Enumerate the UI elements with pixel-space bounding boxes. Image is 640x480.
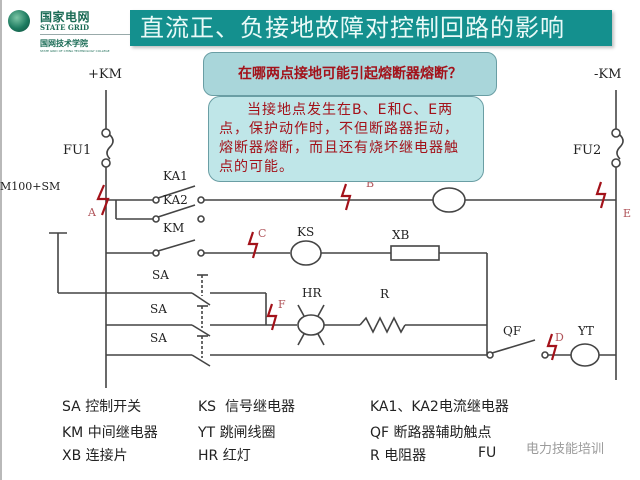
- fault-bolt-e: [595, 181, 607, 209]
- svg-text:FU2: FU2: [573, 143, 601, 158]
- legend-item: KM 中间继电器: [62, 425, 158, 441]
- legend-item: XB 连接片: [62, 448, 128, 464]
- question-callout: 在哪两点接地可能引起熔断器熔断？: [203, 52, 497, 96]
- svg-text:E: E: [623, 207, 631, 220]
- svg-text:R: R: [380, 287, 390, 301]
- svg-text:HR: HR: [302, 286, 322, 300]
- globe-icon: [8, 10, 30, 32]
- svg-text:SA: SA: [152, 268, 169, 282]
- legend-item: KA1、KA2电流继电器: [370, 399, 509, 415]
- legend-item: QF 断路器辅助触点: [370, 425, 492, 441]
- fault-markers: [96, 181, 607, 361]
- slide-left-border: [0, 0, 2, 480]
- svg-text:+KM: +KM: [88, 67, 122, 82]
- answer-callout: 当接地点发生在B、E和C、E两点，保护动作时，不但断路器拒动，熔断器熔断，而且还…: [208, 96, 484, 182]
- svg-text:SA: SA: [150, 331, 167, 345]
- fault-bolt-f: [266, 303, 278, 331]
- legend-item: R 电阻器: [370, 448, 427, 464]
- svg-text:QF: QF: [503, 324, 521, 338]
- fault-bolt-a: [96, 184, 110, 216]
- svg-text:FU1: FU1: [63, 143, 91, 158]
- fault-bolt-b: [340, 183, 352, 211]
- logo-name-en: STATE GRID: [40, 23, 90, 32]
- svg-text:YT: YT: [577, 324, 594, 338]
- svg-text:KS: KS: [297, 225, 314, 239]
- legend-item: YT 跳闸线圈: [198, 425, 276, 441]
- svg-text:-KM: -KM: [594, 67, 621, 82]
- svg-text:SA: SA: [150, 302, 167, 316]
- svg-text:KA1: KA1: [163, 169, 188, 183]
- logo-divider: [40, 34, 132, 35]
- svg-text:F: F: [278, 298, 286, 311]
- logo-subtitle-en: STATE GRID OF CHINA TECHNOLOGY COLLEGE: [40, 49, 110, 53]
- fault-bolt-d: [546, 333, 558, 361]
- watermark: 电力技能培训: [526, 442, 605, 457]
- svg-text:B: B: [366, 177, 374, 190]
- logo-subtitle-cn: 国网技术学院: [40, 39, 88, 48]
- legend-item: FU: [478, 445, 497, 461]
- svg-text:A: A: [87, 206, 97, 219]
- legend-item: KS 信号继电器: [198, 399, 295, 415]
- svg-text:KA2: KA2: [163, 193, 188, 207]
- logo-name-cn: 国家电网: [40, 10, 91, 24]
- slide-title: 直流正、负接地故障对控制回路的影响: [130, 10, 612, 46]
- svg-text:KM: KM: [163, 221, 184, 235]
- fault-bolt-c: [247, 231, 259, 259]
- svg-text:XB: XB: [392, 228, 410, 242]
- legend-item: HR 红灯: [198, 448, 251, 464]
- svg-text:M100+SM: M100+SM: [0, 180, 60, 193]
- svg-text:C: C: [258, 227, 266, 240]
- legend-item: SA 控制开关: [62, 399, 142, 415]
- state-grid-logo: 国家电网 STATE GRID 国网技术学院 STATE GRID OF CHI…: [8, 6, 138, 53]
- svg-text:D: D: [555, 331, 564, 344]
